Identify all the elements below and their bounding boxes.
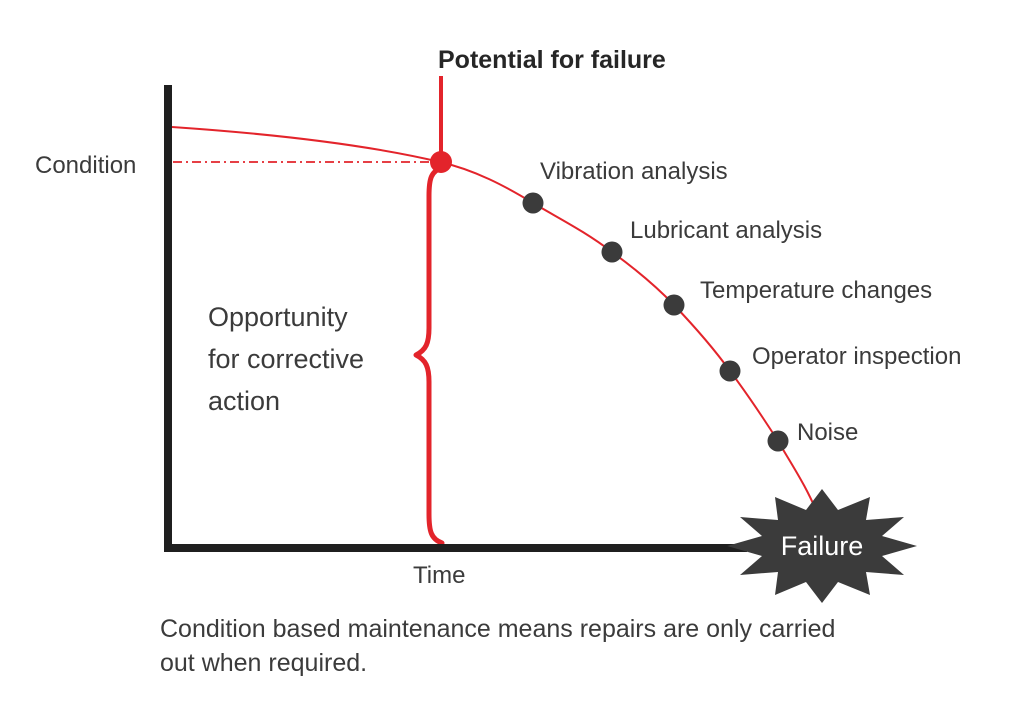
curve-point-dot-temperature [663,294,685,316]
curve-point-dot-lubricant [601,241,623,263]
condition-axis-label: Condition [35,152,137,179]
curve-point-label-lubricant: Lubricant analysis [630,217,823,244]
curve-point-label-temperature: Temperature changes [700,277,933,304]
caption-line1: Condition based maintenance means repair… [160,615,836,643]
curve-point-dot-vibration [522,192,544,214]
curve-point-label-operator: Operator inspection [752,343,962,370]
potential-failure-dot [430,151,452,173]
opportunity-label-line1: Opportunity [208,302,348,332]
opportunity-label-line2: for corrective [208,344,365,374]
failure-label: Failure [780,531,864,561]
failure-starburst [727,489,917,603]
corrective-action-brace [413,165,445,546]
time-axis-label: Time [413,562,466,589]
curve-point-dot-noise [767,430,789,452]
curve-point-label-noise: Noise [797,419,859,446]
opportunity-label: Opportunity for corrective action [208,296,364,422]
curve-point-dot-operator [719,360,741,382]
caption-line2: out when required. [160,649,368,677]
curve-point-label-vibration: Vibration analysis [540,158,728,185]
axes-line [164,85,747,552]
caption: Condition based maintenance means repair… [160,612,835,680]
potential-for-failure-label: Potential for failure [438,46,666,74]
opportunity-label-line3: action [208,386,281,416]
